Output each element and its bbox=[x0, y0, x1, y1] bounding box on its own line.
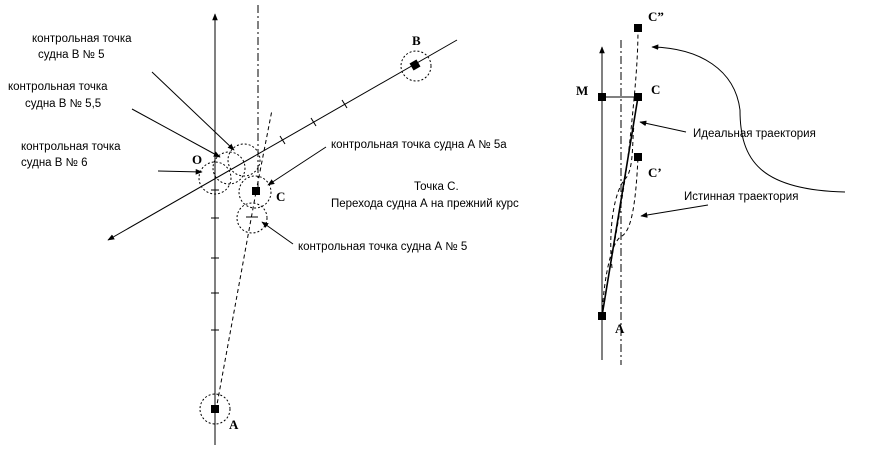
left-diagram: O B C A контрольная точка судна В № 5 ко… bbox=[8, 5, 519, 445]
point-a-right-marker bbox=[598, 312, 606, 320]
label-c: C bbox=[276, 189, 285, 204]
circle-a bbox=[199, 393, 231, 425]
circle-b6 bbox=[198, 161, 232, 195]
point-c-right-marker bbox=[634, 93, 642, 101]
circle-b55 bbox=[212, 151, 246, 185]
label-c1: C’ bbox=[648, 165, 662, 180]
label-actual-trajectory: Истинная траектория bbox=[684, 191, 798, 203]
circle-b5 bbox=[227, 143, 261, 177]
curved-arrow bbox=[651, 44, 846, 193]
circle-a5a bbox=[238, 175, 272, 209]
ideal-trajectory bbox=[601, 96, 639, 317]
label-m: M bbox=[576, 83, 588, 98]
annotation-b5-line2: судна В № 5 bbox=[38, 49, 105, 61]
label-b: B bbox=[412, 33, 421, 48]
annotation-a5: контрольная точка судна А № 5 bbox=[298, 241, 467, 253]
annotation-b5-line1: контрольная точка bbox=[32, 33, 132, 45]
right-diagram: C” M C C’ A Идеальная траектория Истинна… bbox=[576, 9, 846, 365]
circle-a5 bbox=[236, 202, 268, 234]
point-c1-marker bbox=[634, 153, 642, 161]
wobble-trajectory bbox=[610, 124, 635, 269]
annotation-b55-line1: контрольная точка bbox=[8, 81, 108, 93]
label-o: O bbox=[192, 152, 202, 167]
point-b-marker bbox=[409, 59, 421, 71]
label-c-right: C bbox=[651, 82, 660, 97]
point-c2-marker bbox=[634, 24, 642, 32]
annotation-b6-line2: судна В № 6 bbox=[21, 157, 88, 169]
label-a-right: A bbox=[615, 321, 625, 336]
ship-b-course-ticks bbox=[279, 99, 348, 145]
annotation-b6-line1: контрольная точка bbox=[21, 141, 121, 153]
annotation-point-c-line1: Точка С. bbox=[414, 181, 459, 193]
annotation-arrows bbox=[131, 71, 327, 245]
annotation-a5a: контрольная точка судна А № 5а bbox=[331, 139, 507, 151]
label-c2: C” bbox=[648, 9, 664, 24]
control-circles bbox=[198, 50, 432, 425]
point-m-marker bbox=[598, 93, 606, 101]
point-a-marker bbox=[211, 405, 219, 413]
ideal-arrow bbox=[639, 120, 687, 133]
trajectory-to-c2 bbox=[601, 27, 639, 317]
actual-arrow bbox=[640, 204, 709, 218]
label-ideal-trajectory: Идеальная траектория bbox=[693, 128, 816, 140]
circle-b bbox=[400, 50, 432, 82]
annotation-b55-line2: судна В № 5,5 bbox=[25, 98, 101, 110]
point-c-marker bbox=[252, 187, 260, 195]
label-a: A bbox=[229, 417, 239, 432]
actual-trajectory bbox=[601, 156, 639, 317]
annotation-point-c-line2: Перехода судна А на прежний курс bbox=[331, 198, 519, 210]
vertical-axis-ticks bbox=[211, 189, 219, 331]
ship-a-dashed-track bbox=[215, 191, 257, 411]
